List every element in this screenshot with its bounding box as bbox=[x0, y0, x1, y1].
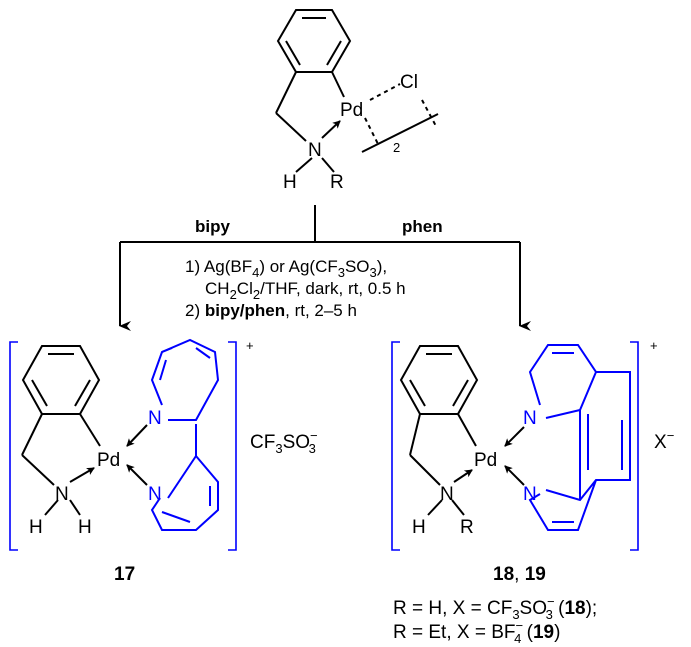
compound-numbers-18-19: 18, 19 bbox=[493, 564, 546, 585]
nitrogen-label: N bbox=[55, 484, 69, 505]
nitrogen-label: N bbox=[308, 140, 322, 161]
reagent-step2: 2) bipy/phen, rt, 2–5 h bbox=[185, 301, 357, 320]
hydrogen-label: H bbox=[412, 517, 426, 538]
substituent-legend: R = H, X = CF3SO−3 (18); R = Et, X = BF−… bbox=[393, 594, 597, 646]
counter-anion-triflate: CF3SO−3 bbox=[250, 428, 318, 456]
hydrogen-label-2: H bbox=[78, 517, 92, 538]
bipy-label: bipy bbox=[195, 217, 230, 236]
hydrogen-label-1: H bbox=[29, 517, 43, 538]
compound-number-17: 17 bbox=[114, 564, 135, 585]
palladium-label: Pd bbox=[97, 450, 120, 471]
pyridine-n-1: N bbox=[148, 408, 162, 429]
nitrogen-label: N bbox=[440, 484, 454, 505]
charge-plus: + bbox=[650, 338, 658, 353]
legend-line-19: R = Et, X = BF−4 (19) bbox=[393, 618, 560, 646]
palladium-label: Pd bbox=[340, 100, 363, 121]
palladium-label: Pd bbox=[474, 450, 497, 471]
dimer-subscript: 2 bbox=[393, 140, 400, 155]
phen-n-1: N bbox=[523, 408, 537, 429]
reagent-step1-solvent: CH2Cl2/THF, dark, rt, 0.5 h bbox=[205, 279, 406, 302]
phen-n-2: N bbox=[523, 484, 537, 505]
r-group-label: R bbox=[330, 172, 344, 193]
phen-label: phen bbox=[402, 217, 443, 236]
reaction-arrows: bipy phen 1) Ag(BF4) or Ag(CF3SO3), CH2C… bbox=[119, 205, 531, 331]
charge-plus: + bbox=[246, 338, 254, 353]
chloride-label: Cl bbox=[400, 72, 418, 93]
reactant-dimer: Pd Cl N H R 2 bbox=[275, 9, 439, 193]
pyridine-n-2: N bbox=[148, 484, 162, 505]
counter-anion-x: X− bbox=[654, 428, 674, 453]
hydrogen-label: H bbox=[283, 172, 297, 193]
reagent-step1: 1) Ag(BF4) or Ag(CF3SO3), bbox=[185, 257, 387, 280]
product-18-19: N N Pd N H R + X− 18, 19 bbox=[391, 338, 674, 585]
legend-line-18: R = H, X = CF3SO−3 (18); bbox=[393, 594, 597, 622]
product-17: N N Pd N H H + CF3SO−3 17 bbox=[9, 338, 318, 585]
r-group-label: R bbox=[460, 517, 474, 538]
